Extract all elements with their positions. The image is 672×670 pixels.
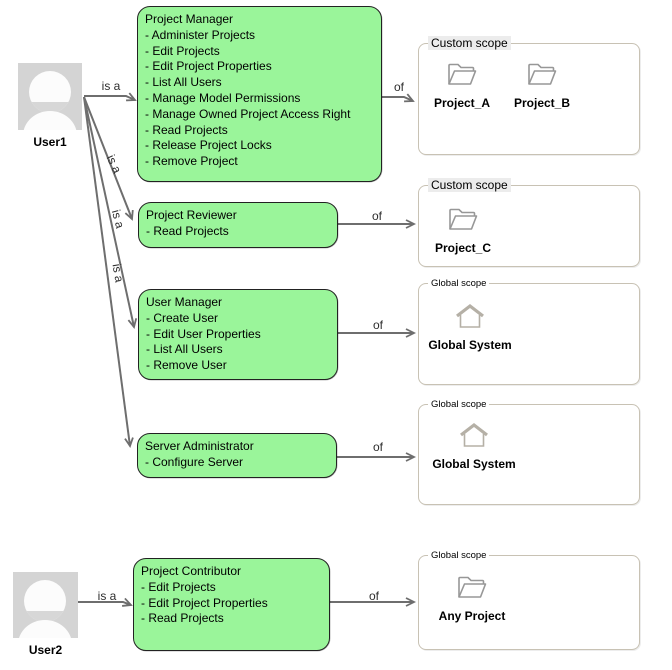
role-permission: - Edit Projects — [141, 579, 216, 594]
avatar-head — [24, 580, 66, 622]
scope-item-project-b: Project_B — [500, 60, 584, 110]
user2-label: User2 — [28, 643, 63, 657]
scope-item-name: Project_A — [433, 96, 491, 110]
user1-avatar-icon — [18, 63, 82, 130]
role-permission: - Remove Project — [145, 154, 238, 169]
role-permission: - Read Projects — [146, 223, 229, 238]
folder-icon — [448, 63, 477, 85]
role-title: User Manager — [146, 295, 223, 309]
scope-item-project-c: Project_C — [421, 205, 505, 255]
role-permission: - Read Projects — [141, 611, 224, 626]
house-icon — [460, 422, 488, 447]
role-permission: - Edit Projects — [145, 43, 220, 58]
user1-label: User1 — [33, 135, 67, 149]
scope-item-global-system: Global System — [432, 422, 516, 471]
edge-label-is-a: is a — [97, 589, 117, 603]
scope-box-global-2: Global scope Global System — [418, 399, 640, 505]
scope-item-any-project: Any Project — [430, 573, 514, 623]
role-permission: - Administer Projects — [145, 27, 256, 42]
avatar-smile — [29, 102, 71, 113]
scope-box-global-3: Global scope Any Project — [418, 550, 640, 650]
avatar-shoulders — [18, 620, 72, 638]
edge-label-is-a: is a — [101, 79, 121, 93]
edge-user1-project-manager — [84, 92, 137, 102]
role-permission: - Edit Project Properties — [141, 595, 268, 610]
edge-label-is-a: is a — [103, 152, 125, 176]
role-permission: - Edit Project Properties — [145, 59, 272, 74]
scope-box-global-1: Global scope Global System — [418, 278, 640, 385]
scope-item-name: Any Project — [438, 609, 506, 623]
role-permission: - Manage Model Permissions — [145, 90, 301, 105]
role-permission: - Edit User Properties — [146, 326, 261, 341]
user2-avatar-icon — [13, 572, 78, 638]
edge-label-of: of — [372, 318, 383, 332]
role-permission: - Release Project Locks — [145, 138, 272, 153]
role-node-project-reviewer: Project Reviewer - Read Projects — [138, 202, 338, 248]
scope-label: Global scope — [428, 278, 490, 289]
edge-label-of: of — [368, 589, 379, 603]
scope-box-custom-2: Custom scope Project_C — [418, 178, 640, 267]
folder-icon — [528, 63, 557, 85]
role-permission: - Create User — [146, 310, 219, 325]
role-permission: - Read Projects — [145, 122, 228, 137]
scope-item-name: Project_B — [513, 96, 571, 110]
avatar-head — [29, 71, 71, 113]
house-icon — [456, 303, 484, 328]
role-node-project-contributor: Project Contributor - Edit Projects - Ed… — [133, 558, 330, 651]
role-permission: - Remove User — [146, 358, 227, 373]
scope-item-name: Global System — [432, 457, 516, 471]
role-node-server-administrator: Server Administrator - Configure Server — [137, 433, 337, 478]
scope-item-name: Global System — [428, 338, 512, 352]
role-title: Project Manager — [145, 12, 234, 26]
edge-project-manager-scope — [382, 93, 415, 103]
folder-icon — [449, 208, 478, 230]
scope-label: Global scope — [428, 550, 490, 561]
folder-icon — [458, 576, 487, 598]
scope-box-custom-1: Custom scope Project_A Project_B — [418, 36, 640, 155]
edge-label-of: of — [372, 440, 383, 454]
avatar-shoulders — [23, 111, 77, 130]
role-node-user-manager: User Manager - Create User - Edit User P… — [138, 289, 338, 380]
scope-item-name: Project_C — [434, 241, 492, 255]
scope-label: Custom scope — [428, 178, 511, 192]
avatar-smile — [24, 611, 66, 622]
role-node-project-manager: Project Manager - Administer Projects - … — [137, 6, 382, 182]
scope-label: Global scope — [428, 399, 490, 410]
role-permission: - Configure Server — [145, 454, 244, 469]
edge-label-is-a: is a — [108, 208, 128, 230]
role-title: Project Contributor — [141, 564, 242, 578]
edge-label-of: of — [393, 80, 404, 94]
edge-label-is-a: is a — [109, 262, 127, 284]
scope-item-project-a: Project_A — [420, 60, 504, 110]
role-permission: - Manage Owned Project Access Right — [145, 106, 351, 121]
scope-item-global-system: Global System — [428, 303, 512, 352]
scope-label: Custom scope — [428, 36, 511, 50]
edge-label-of: of — [371, 209, 382, 223]
role-permission: - List All Users — [145, 75, 222, 90]
role-permission: - List All Users — [146, 342, 223, 357]
role-title: Server Administrator — [145, 439, 254, 453]
role-title: Project Reviewer — [146, 208, 237, 222]
